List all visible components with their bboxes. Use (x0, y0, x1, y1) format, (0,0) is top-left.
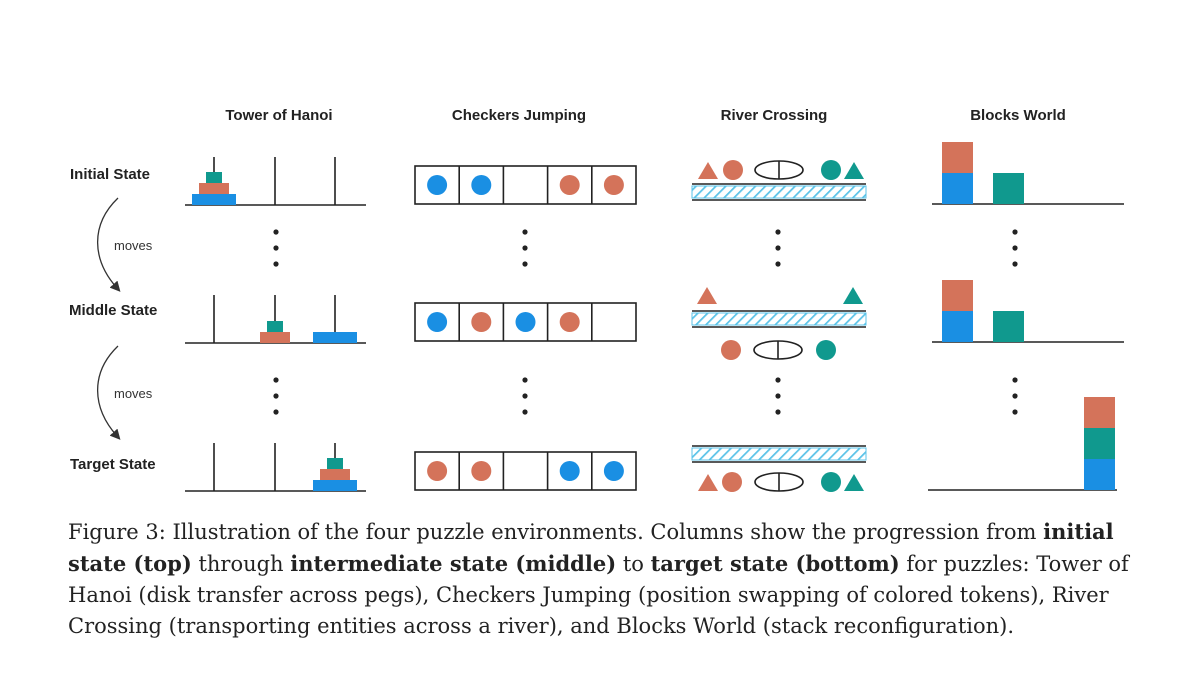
ellipsis-dot (1012, 377, 1018, 383)
figure-caption: Figure 3: Illustration of the four puzzl… (68, 516, 1133, 642)
block-blue (942, 311, 973, 342)
ellipsis-dot (273, 261, 279, 267)
caption-text-2: through (191, 552, 291, 576)
ellipsis-dot (273, 409, 279, 415)
ellipsis-dot (775, 229, 781, 235)
block-blue (1084, 459, 1115, 490)
river-orange-circle (721, 340, 741, 360)
column-header-river-crossing: River Crossing (720, 107, 828, 124)
ellipsis-dot (775, 409, 781, 415)
hanoi-disk-orange (260, 332, 290, 343)
river-orange-circle (722, 472, 742, 492)
river-orange-circle (723, 160, 743, 180)
puzzle-figure (97, 142, 1124, 492)
moves-label-1: moves (114, 238, 153, 253)
ellipsis-dot (1012, 409, 1018, 415)
checkers-board (414, 302, 637, 342)
caption-bold-intermediate: intermediate state (middle) (290, 551, 617, 576)
moves-label-2: moves (114, 386, 153, 401)
row-label-initial-state: Initial State (70, 166, 151, 183)
ellipsis-dot (273, 393, 279, 399)
caption-text-4: for puzzles: Tower of Hanoi (disk transf… (68, 552, 1129, 638)
column-header-tower-of-hanoi: Tower of Hanoi (225, 107, 333, 124)
hanoi-disk-teal (206, 172, 222, 183)
ellipsis-dot (775, 377, 781, 383)
moves-arrow-1 (97, 197, 121, 292)
checkers-token-blue (427, 312, 448, 332)
hanoi-disk-orange (199, 183, 229, 194)
column-header-blocks-world: Blocks World (970, 107, 1066, 124)
ellipsis-dot (775, 245, 781, 251)
tower-of-hanoi-column (185, 157, 366, 492)
ellipsis-dot (1012, 261, 1018, 267)
row-label-middle-state: Middle State (69, 302, 158, 319)
ellipsis-dot (522, 229, 528, 235)
river-teal-triangle (844, 474, 864, 491)
river-crossing-column (691, 160, 867, 492)
block-teal (993, 173, 1024, 204)
ellipsis-dot (775, 393, 781, 399)
checkers-board (414, 451, 637, 491)
river-teal-triangle (844, 162, 864, 179)
ellipsis-dot (273, 245, 279, 251)
ellipsis-dot (273, 377, 279, 383)
ellipsis-dot (522, 377, 528, 383)
checkers-token-blue (471, 175, 492, 195)
block-orange (942, 142, 973, 173)
river-teal-circle (821, 472, 841, 492)
checkers-token-orange (559, 175, 580, 195)
checkers-token-blue (603, 461, 624, 481)
blocks-world-column (928, 142, 1124, 491)
river-teal-circle (821, 160, 841, 180)
river-teal-circle (816, 340, 836, 360)
row-label-target-state: Target State (70, 456, 156, 473)
caption-bold-initial: initial state (top) (68, 519, 1114, 576)
block-teal (993, 311, 1024, 342)
ellipsis-dot (273, 229, 279, 235)
caption-text-3: to (616, 552, 651, 576)
moves-arrows (97, 197, 121, 440)
river-orange-triangle (698, 162, 718, 179)
river-orange-triangle (697, 287, 717, 304)
checkers-token-orange (427, 461, 448, 481)
ellipsis-dot (522, 393, 528, 399)
river-orange-triangle (698, 474, 718, 491)
river-teal-triangle (843, 287, 863, 304)
hanoi-disk-blue (192, 194, 236, 205)
hanoi-disk-blue (313, 480, 357, 491)
block-orange (1084, 397, 1115, 428)
hanoi-disk-teal (267, 321, 283, 332)
checkers-token-blue (515, 312, 536, 332)
checkers-token-orange (603, 175, 624, 195)
checkers-token-orange (559, 312, 580, 332)
ellipsis-dot (522, 409, 528, 415)
checkers-token-orange (471, 461, 492, 481)
checkers-token-blue (427, 175, 448, 195)
river-water (691, 447, 867, 461)
ellipsis-dot (1012, 229, 1018, 235)
caption-bold-target: target state (bottom) (650, 551, 900, 576)
ellipsis-dot (775, 261, 781, 267)
hanoi-disk-blue (313, 332, 357, 343)
checkers-jumping-column (414, 165, 637, 491)
river-water (691, 312, 867, 326)
checkers-token-orange (471, 312, 492, 332)
checkers-board (414, 165, 637, 205)
caption-text-1: Figure 3: Illustration of the four puzzl… (68, 520, 1044, 544)
river-water (691, 185, 867, 199)
hanoi-disk-teal (327, 458, 343, 469)
block-orange (942, 280, 973, 311)
ellipsis-dot (1012, 393, 1018, 399)
moves-arrow-2 (97, 345, 121, 440)
ellipsis-dot (522, 245, 528, 251)
ellipsis-dots (273, 229, 1018, 415)
ellipsis-dot (1012, 245, 1018, 251)
block-blue (942, 173, 973, 204)
ellipsis-dot (522, 261, 528, 267)
hanoi-disk-orange (320, 469, 350, 480)
column-header-checkers-jumping: Checkers Jumping (451, 107, 587, 124)
checkers-token-blue (559, 461, 580, 481)
block-teal (1084, 428, 1115, 459)
